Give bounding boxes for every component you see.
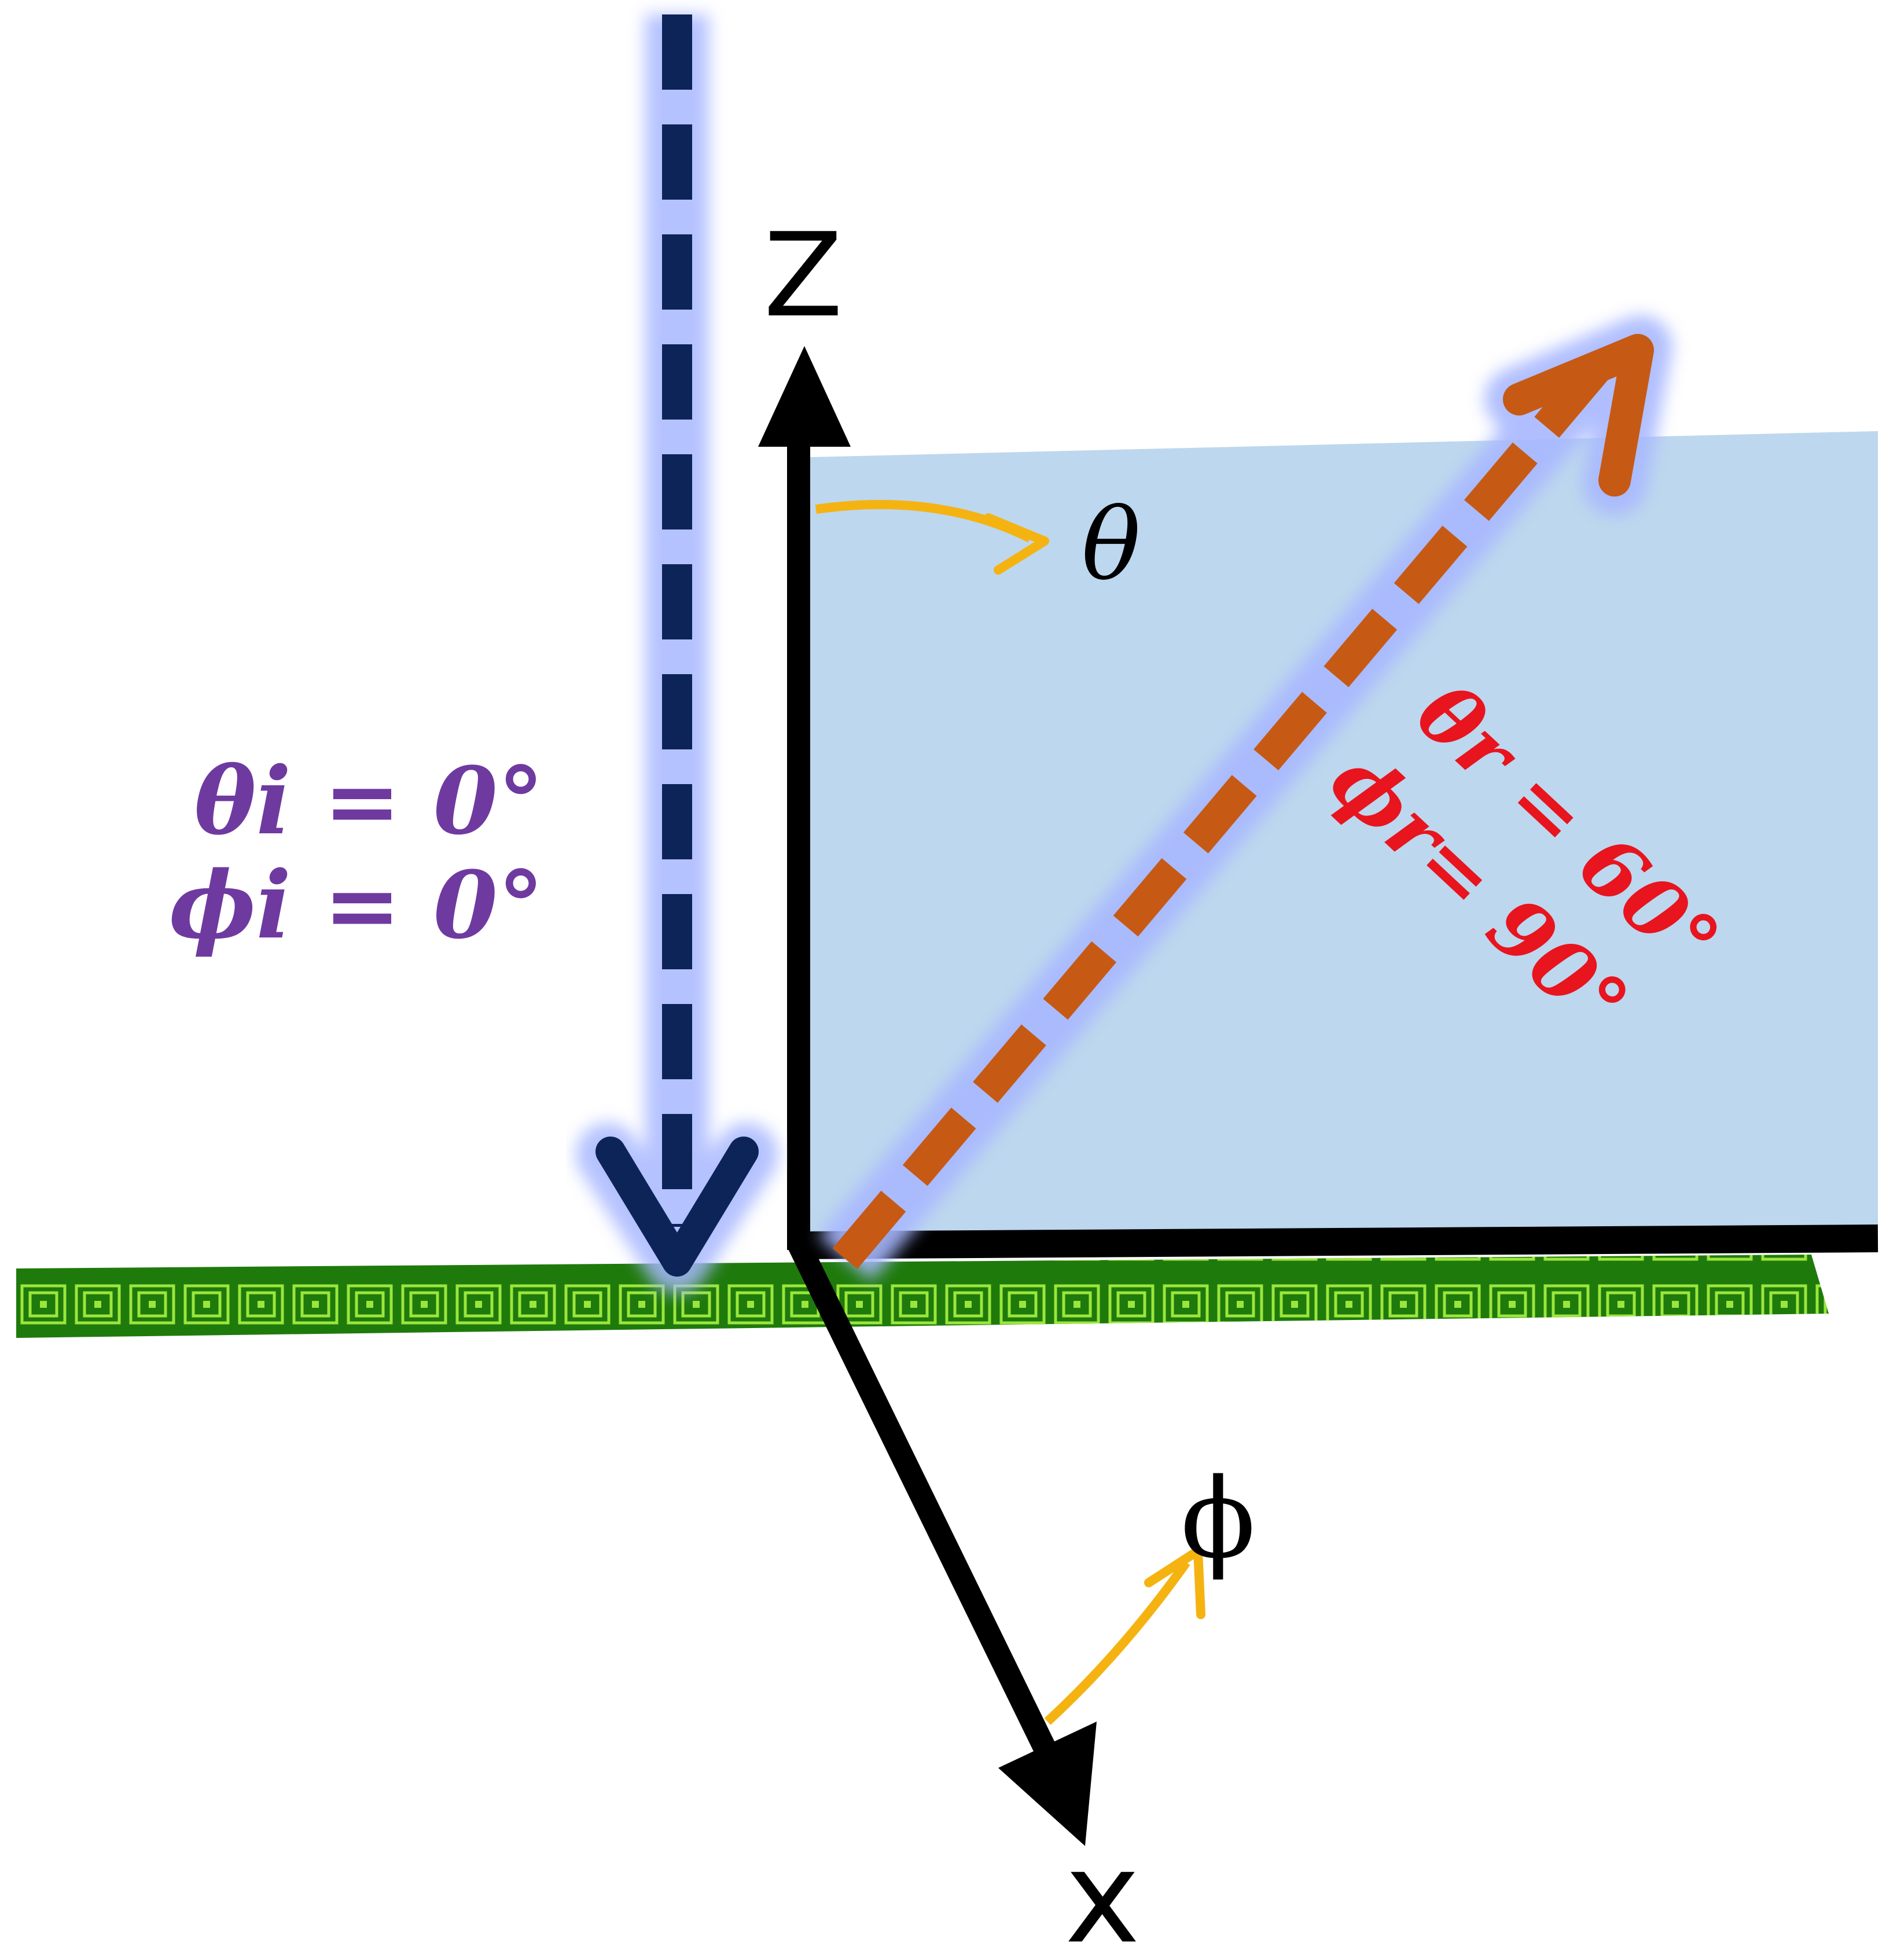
theta-label: θ: [1082, 488, 1141, 602]
x-axis-label: x: [1065, 1823, 1140, 1960]
y-axis: [792, 1224, 1878, 1259]
phi-label: ϕ: [1181, 1455, 1256, 1583]
x-axis: [788, 1239, 1097, 1846]
z-axis: [758, 346, 851, 1250]
reflected-beam: [818, 315, 1672, 1281]
theta-arrow: [815, 499, 1049, 575]
phi-arrow: [1044, 1546, 1205, 1725]
incident-theta-label: θi = 0°: [194, 747, 544, 855]
metasurface: [16, 1255, 1829, 1338]
yz-plane: [810, 431, 1878, 1244]
z-axis-label: Z: [763, 208, 843, 343]
incident-phi-label: ϕi = 0°: [169, 851, 544, 959]
incident-beam: [576, 14, 778, 1293]
